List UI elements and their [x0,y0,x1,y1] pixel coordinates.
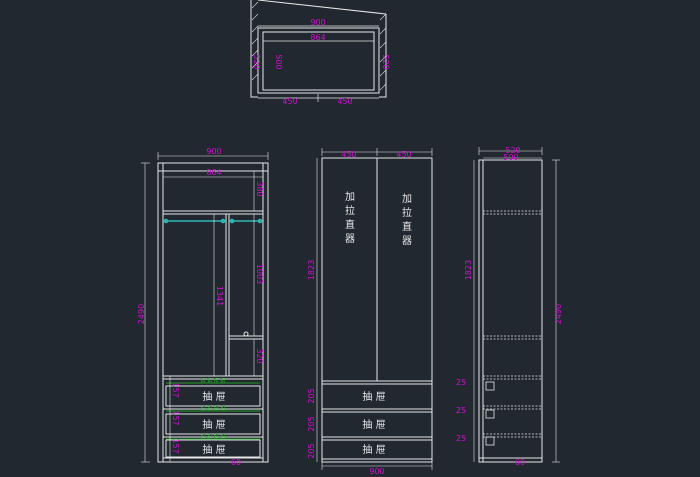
elevation-door-texts: 加拉直器 加拉直器 [345,191,412,247]
side-shelves [483,210,542,438]
door-right-text-char: 直 [402,220,412,233]
side-height-2490: 2490 [554,304,563,324]
door-right-text-char: 加 [402,193,412,205]
elevation-door-left-text: 加拉直器 [345,191,355,245]
interior-rail-label-3: 扣 扣 扣 扣 [201,433,226,440]
elevation-door-right-text: 加拉直器 [402,193,412,247]
side-depth-520: 520 [505,146,520,155]
interior-dim-texts: 900 864 2490 380 1341 1003 320 157 157 1… [137,147,264,467]
plan-depth-right-520: 520 [381,54,390,69]
elevation-drawer-h-1: 205 [307,388,316,403]
interior-dim-lines [141,152,269,463]
interior-rail-label-1: 扣 扣 扣 扣 [201,377,226,384]
interior-hook [243,331,249,337]
interior-drawer-3 [165,439,261,458]
front-elevation-view [321,157,433,463]
plan-width-900: 900 [310,18,325,27]
door-right-text-char: 拉 [402,206,412,219]
plan-width-864: 864 [310,33,325,42]
interior-drawer-h-3: 157 [171,438,180,453]
elevation-dim-texts: 450 450 1823 205 205 205 900 [307,150,412,476]
elevation-width-900: 900 [369,467,384,476]
interior-hanging-left-1341: 1341 [215,286,224,306]
interior-width-864: 864 [206,168,221,177]
side-bottom-60: 60 [515,458,525,467]
elevation-drawer-labels: 抽 屉 抽 屉 抽 屉 [362,390,385,456]
front-interior-view [157,162,269,463]
elevation-door-right-450: 450 [396,150,411,159]
plan-hatch [251,1,387,91]
elevation-drawer-label-1: 抽 屉 [362,390,385,403]
interior-top-gap-380: 380 [255,181,264,196]
interior-drawer-label-3: 抽 屉 [202,443,225,456]
interior-drawer-label-2: 抽 屉 [202,418,225,431]
side-view [478,159,543,463]
elevation-drawer-label-3: 抽 屉 [362,443,385,456]
interior-rail-labels: 扣 扣 扣 扣 扣 扣 扣 扣 扣 扣 扣 扣 [201,377,226,440]
plan-door-left-450: 450 [282,97,297,106]
interior-drawer-1 [165,385,261,407]
elevation-door-left-450: 450 [341,150,356,159]
interior-rails [166,382,260,440]
plan-wall-slant [257,0,387,15]
plan-inner-depth-500: 500 [274,54,283,69]
side-drawer-slides [485,381,495,446]
elevation-drawer-1 [321,383,433,410]
plan-door-right-450: 450 [337,97,352,106]
plan-wall-left [250,0,258,98]
plan-view [250,0,387,102]
elevation-drawer-3 [321,439,433,460]
interior-drawer-h-1: 157 [171,382,180,397]
plan-inner-box [262,31,375,91]
side-door-height-1823: 1823 [464,260,473,280]
side-dim-texts: 520 500 1823 2490 25 25 25 60 [456,146,563,467]
interior-drawer-label-1: 抽 屉 [202,390,225,403]
plan-dim-texts: 900 864 450 450 520 500 520 [252,18,390,106]
interior-hanging-right-1003: 1003 [255,264,264,284]
interior-lower-shelf-320: 320 [255,348,264,363]
door-right-text-char: 器 [402,235,412,247]
interior-rail-label-2: 扣 扣 扣 扣 [201,405,226,412]
door-left-text-char: 拉 [345,204,355,217]
interior-width-900: 900 [206,147,221,156]
side-drawer-gap-1: 25 [456,378,466,387]
elevation-drawer-h-3: 205 [307,443,316,458]
side-drawer-gap-2: 25 [456,406,466,415]
interior-drawer-labels: 抽 屉 抽 屉 抽 屉 [202,390,225,456]
elevation-dim-lines [316,148,433,470]
elevation-drawer-label-2: 抽 屉 [362,418,385,431]
side-outer-frame [478,159,543,463]
plan-wall-right [379,14,387,98]
interior-bottom-60: 60 [231,458,241,467]
elevation-door-height-1823: 1823 [307,260,316,280]
side-dim-lines [473,147,560,463]
elevation-drawer-2 [321,411,433,438]
door-left-text-char: 加 [345,191,355,203]
side-drawer-gap-3: 25 [456,434,466,443]
side-inner-depth-500: 500 [503,153,518,162]
interior-height-2490: 2490 [137,304,146,324]
plan-depth-left-520: 520 [252,54,261,69]
door-left-text-char: 直 [345,218,355,231]
interior-drawer-h-2: 157 [171,410,180,425]
interior-outer-frame [157,162,269,463]
hanger-rods [163,218,263,224]
interior-drawer-2 [165,413,261,435]
elevation-drawer-h-2: 205 [307,416,316,431]
door-left-text-char: 器 [345,233,355,245]
